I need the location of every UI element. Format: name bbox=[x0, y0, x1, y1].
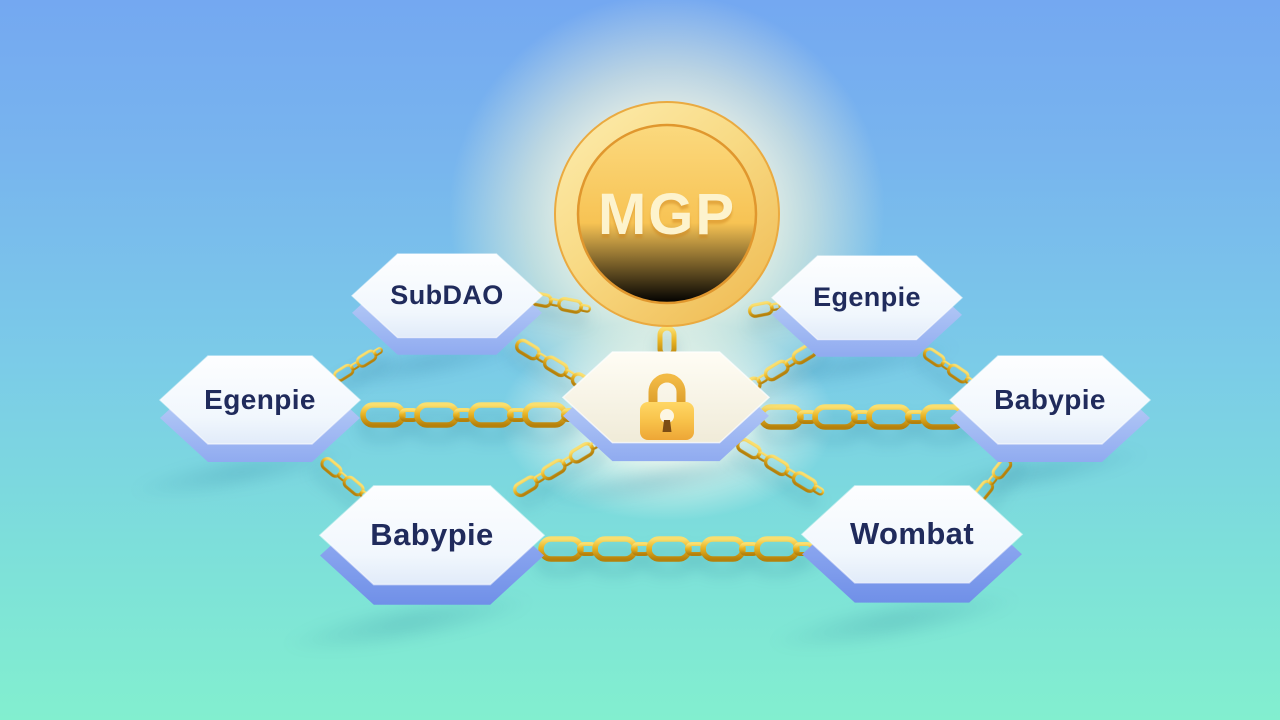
chain-babypie-bottom-to-wombat bbox=[538, 535, 812, 563]
node-label-babypie-right: Babypie bbox=[994, 383, 1106, 415]
node-label-babypie-bottom: Babypie bbox=[370, 516, 494, 552]
coin-graphic bbox=[554, 101, 780, 327]
hexagon-wombat: Wombat bbox=[800, 485, 1024, 609]
coin-label: MGP bbox=[597, 181, 737, 247]
padlock-icon bbox=[636, 368, 698, 442]
chain-center-to-babypie-right bbox=[758, 403, 978, 431]
hexagon-egenpie-left: Egenpie bbox=[158, 355, 362, 468]
node-label-wombat: Wombat bbox=[849, 516, 975, 552]
hexagon-babypie-right: Babypie bbox=[948, 355, 1152, 468]
hexagon-egenpie-top: Egenpie bbox=[770, 255, 964, 362]
node-label-egenpie-left: Egenpie bbox=[204, 383, 316, 415]
node-label-egenpie-top: Egenpie bbox=[813, 281, 921, 312]
chain-egenpie-left-to-center bbox=[360, 401, 580, 429]
hexagon-subdao: SubDAO bbox=[350, 253, 544, 360]
mgp-coin: MGP bbox=[552, 99, 782, 329]
node-label-subdao: SubDAO bbox=[390, 279, 504, 310]
hexagon-babypie-bottom: Babypie bbox=[318, 485, 546, 611]
